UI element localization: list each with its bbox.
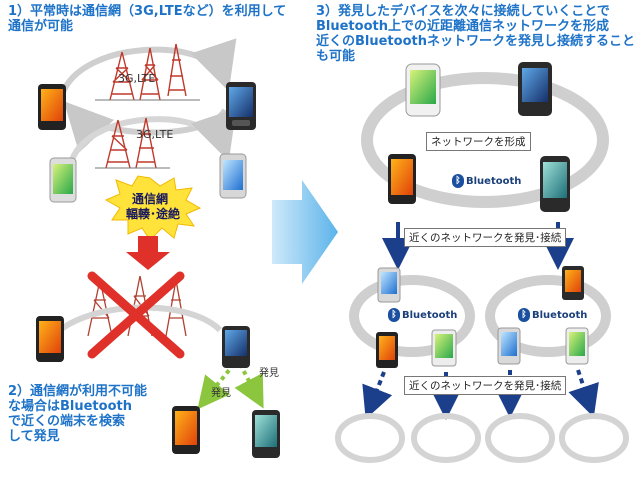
next-step-arrow-icon <box>272 180 338 284</box>
disaster-line2: 輻輳･途絶 <box>126 207 181 221</box>
network-form-label: ネットワークを形成 <box>426 132 531 151</box>
disaster-burst-icon <box>104 175 202 241</box>
smartphone-blue-low-icon <box>377 267 401 303</box>
network-ring-right <box>485 275 611 357</box>
discover-label-left: 発見 <box>211 388 231 399</box>
tower-label-top: 3G,LTE <box>118 72 156 85</box>
network-ring-small <box>335 413 629 463</box>
signal-arc-middle <box>69 108 237 162</box>
smartphone-orange-bottom-icon <box>36 316 64 362</box>
discover-label-right: 発見 <box>259 368 279 379</box>
smartphone-teal-found-icon <box>252 410 280 458</box>
smartphone-dark-low-icon <box>562 266 584 300</box>
smartphone-teal-mid-icon <box>540 156 570 212</box>
discover-arrows <box>197 362 264 410</box>
smartphone-white-green-icon <box>405 63 441 117</box>
nearby-discover-label-top: 近くのネットワークを発見･接続 <box>404 228 567 247</box>
bluetooth-right-label: Bluetooth <box>532 310 588 321</box>
disaster-label: 通信網 輻輳･途絶 <box>126 192 181 222</box>
network-ring-main <box>361 72 609 208</box>
bluetooth-icon: ᛒ <box>388 308 400 322</box>
cell-tower-icon <box>105 43 187 169</box>
smartphone-orange-icon <box>38 84 66 130</box>
network-ring-left <box>349 275 475 357</box>
down-arrow-icon <box>126 236 170 270</box>
smartphone-green-low-icon <box>431 329 457 367</box>
smartphone-blue-low2-icon <box>497 327 521 365</box>
step1-caption: 1）平常時は通信網（3G,LTEなど）を利用して 通信が可能 <box>8 4 287 34</box>
smartphone-green-icon <box>49 157 77 203</box>
step3-caption: 3）発見したデバイスを次々に接続していくことで Bluetooth上での近距離通… <box>316 4 635 64</box>
smartphone-dark-top-icon <box>518 62 552 116</box>
tower-ground <box>95 99 200 169</box>
bluetooth-main-label: Bluetooth <box>466 176 522 187</box>
step2-caption: 2）通信網が利用不可能 な場合はBluetooth で近くの端末を検索 して発見 <box>8 384 148 444</box>
smartphone-dark-icon <box>226 82 256 130</box>
smartphone-orange-low-icon <box>376 332 398 368</box>
smartphone-blue-icon <box>219 153 247 199</box>
smartphone-green-low2-icon <box>565 327 589 365</box>
bluetooth-left-label: Bluetooth <box>402 310 458 321</box>
disaster-line1: 通信網 <box>131 192 168 206</box>
smartphone-orange-mid-icon <box>388 154 416 204</box>
smartphone-dark-bottom-icon <box>222 326 250 368</box>
cross-mark-icon <box>87 271 185 359</box>
tower-label-middle: 3G,LTE <box>136 128 174 141</box>
bluetooth-icon: ᛒ <box>518 308 530 322</box>
nearby-discover-label-bottom: 近くのネットワークを発見･接続 <box>404 376 567 395</box>
smartphone-orange-found-icon <box>172 406 200 454</box>
bluetooth-icon: ᛒ <box>452 174 464 188</box>
